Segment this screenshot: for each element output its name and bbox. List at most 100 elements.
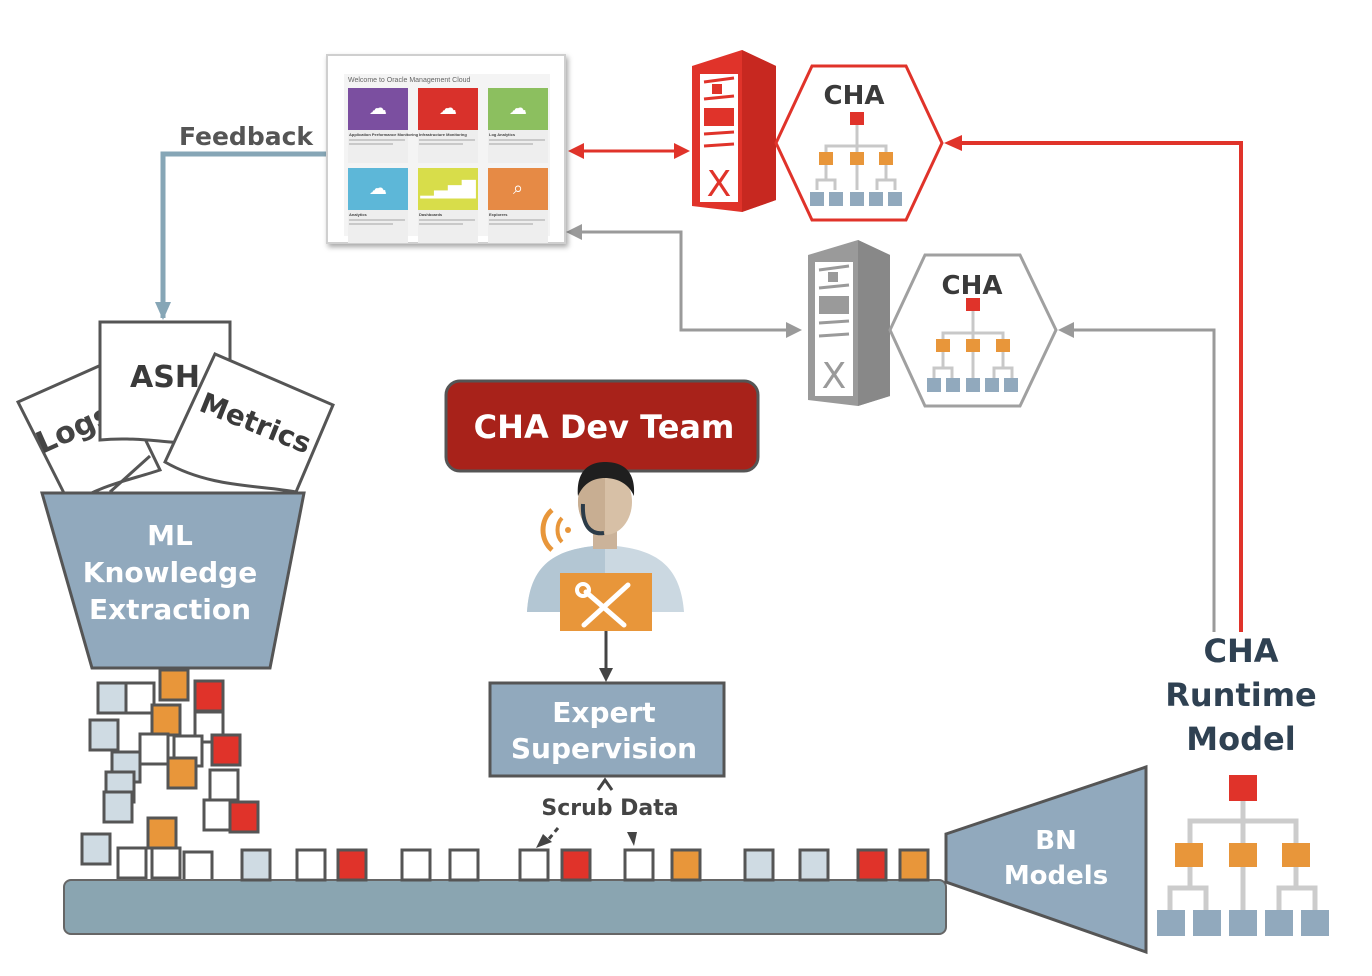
server-red-x-mark: X <box>707 164 732 205</box>
data-square-white <box>116 846 148 880</box>
data-square-white <box>295 848 327 882</box>
dashboard-tile: ☁ Application Performance Monitoring <box>348 88 418 163</box>
bn-models-funnel: BN Models <box>944 764 1148 955</box>
falling-data-squares <box>80 668 260 884</box>
runtime-label-line2: Runtime <box>1165 676 1317 714</box>
tile-swatch <box>488 88 548 130</box>
data-square-white <box>623 848 655 882</box>
data-square-orange <box>670 848 702 882</box>
ml-label-line1: ML <box>147 519 193 552</box>
tile-desc-line <box>419 219 475 221</box>
dashboard-tile: ☁ Log Analytics <box>488 88 548 163</box>
tile-desc-line <box>489 139 545 141</box>
expert-supervision-box <box>488 681 726 778</box>
server-grey-x-mark: X <box>822 356 847 397</box>
tile-desc-line <box>419 223 463 225</box>
data-square-orange <box>150 703 182 737</box>
dev-team-label: CHA Dev Team <box>474 408 735 446</box>
scrub-data-label: Scrub Data <box>541 796 678 821</box>
dashboard-tile: ⌕ Explorers <box>488 168 548 243</box>
data-square-light <box>102 790 134 824</box>
data-square-white <box>208 768 240 802</box>
data-square-white <box>138 732 170 766</box>
tile-title: Infrastructure Monitoring <box>419 132 467 137</box>
bn-label-line2: Models <box>1004 861 1108 891</box>
tile-desc-line <box>489 223 533 225</box>
data-square-orange <box>146 816 178 850</box>
expert-label-line2: Supervision <box>511 732 697 765</box>
cha-hexagon-inactive: CHA <box>888 253 1058 408</box>
tile-swatch <box>348 88 408 130</box>
belt-data-items <box>240 848 930 882</box>
tile-desc-line <box>419 139 475 141</box>
tile-desc-line <box>349 223 393 225</box>
data-square-white <box>150 846 182 880</box>
dashboard-tile: ☁ Analytics <box>348 168 408 243</box>
scrub-arrows <box>536 827 637 848</box>
support-engineer-icon <box>527 462 684 631</box>
data-square-orange <box>158 668 190 702</box>
data-square-red <box>560 848 592 882</box>
feedback-arrow <box>155 151 326 320</box>
dashboard-tile: ▁▃▅▇ Dashboards <box>418 168 478 243</box>
tile-desc-line <box>419 143 463 145</box>
up-arrowhead-icon <box>596 777 614 791</box>
data-square-white <box>124 681 156 715</box>
cha-hexagon-active: CHA <box>774 64 944 222</box>
ml-label-line3: Extraction <box>89 593 251 626</box>
data-square-white <box>202 798 234 832</box>
tile-title: Explorers <box>489 212 508 217</box>
tile-desc-line <box>349 139 405 141</box>
tile-title: Application Performance Monitoring <box>349 132 419 137</box>
data-square-orange <box>166 756 198 790</box>
ml-funnel: ML Knowledge Extraction <box>40 491 306 670</box>
tile-title: Analytics <box>349 212 367 217</box>
tile-title: Dashboards <box>419 212 443 217</box>
ml-label-line2: Knowledge <box>83 556 257 589</box>
data-square-light <box>80 832 112 866</box>
data-square-light <box>88 718 120 752</box>
bar-chart-icon: ▁▃▅▇ <box>420 178 476 198</box>
data-square-red <box>336 848 368 882</box>
data-square-light <box>96 681 128 715</box>
data-square-orange <box>898 848 930 882</box>
data-square-white <box>400 848 432 882</box>
dashboard-title: Welcome to Oracle Management Cloud <box>348 77 471 84</box>
cha-tree-icon <box>927 298 1018 392</box>
tile-swatch <box>488 168 548 210</box>
runtime-label-line1: CHA <box>1203 632 1278 670</box>
dashboard-tile: ☁ Infrastructure Monitoring <box>418 88 478 163</box>
cloud-upload-icon: ☁ <box>369 98 387 118</box>
cloud-log-icon: ☁ <box>509 98 527 118</box>
runtime-red-line <box>944 135 1243 632</box>
doc-ash-label: ASH <box>130 360 200 395</box>
cha-top-label: CHA <box>824 81 885 111</box>
runtime-grey-line <box>1058 322 1216 632</box>
data-square-red <box>228 800 260 834</box>
grey-connector-arrow <box>566 224 802 338</box>
document-metrics: Metrics <box>163 352 335 494</box>
conveyor-belt <box>63 879 947 935</box>
cloud-monitor-icon: ☁ <box>439 98 457 118</box>
bn-label-line1: BN <box>1035 826 1077 856</box>
tile-title: Log Analytics <box>489 132 516 137</box>
tile-swatch <box>348 168 408 210</box>
search-icon: ⌕ <box>512 178 524 198</box>
tile-desc-line <box>349 219 405 221</box>
data-square-light <box>798 848 830 882</box>
data-square-red <box>193 679 225 713</box>
data-square-red <box>210 733 242 767</box>
cloud-analytics-icon: ☁ <box>369 178 387 198</box>
data-square-white <box>518 848 550 882</box>
tile-swatch <box>418 88 478 130</box>
server-red-icon: X <box>692 50 776 212</box>
down-arrowhead-icon <box>599 668 613 682</box>
headset-signal-icon <box>540 508 571 552</box>
expert-label-line1: Expert <box>552 696 655 729</box>
oracle-management-cloud-dashboard: Welcome to Oracle Management Cloud ☁ Appl… <box>326 54 566 244</box>
cha-mid-label: CHA <box>942 271 1003 301</box>
runtime-label-line3: Model <box>1186 720 1295 758</box>
data-square-light <box>240 848 272 882</box>
data-square-white <box>448 848 480 882</box>
server-grey-icon: X <box>808 240 890 406</box>
